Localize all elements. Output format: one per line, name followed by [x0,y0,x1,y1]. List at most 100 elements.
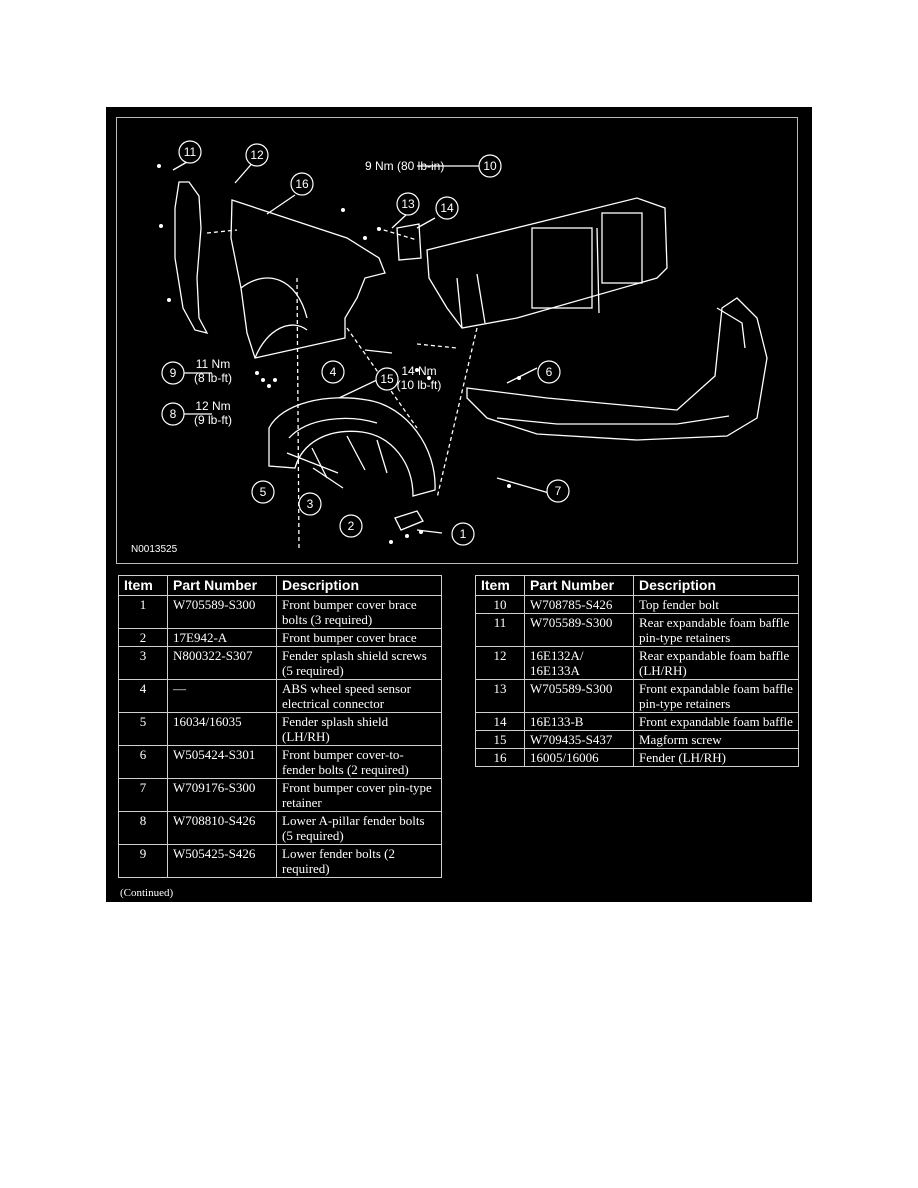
cell-part-number: 16E133-B [524,712,634,731]
cell-item: 5 [118,712,168,746]
cell-part-number: 17E942-A [167,628,277,647]
callout-13: 13 [401,197,415,211]
callout-7: 7 [555,484,562,498]
exploded-view-diagram: 11 12 16 10 13 14 6 7 9 8 15 4 5 3 2 1 9… [116,117,798,564]
callout-4: 4 [330,365,337,379]
cell-item: 10 [475,595,525,614]
cell-description: Top fender bolt [633,595,799,614]
cell-part-number: W505425-S426 [167,844,277,878]
fender-bumper-illustration: 11 12 16 10 13 14 6 7 9 8 15 4 5 3 2 1 9… [131,140,768,555]
cell-description: Rear expandable foam baffle (LH/RH) [633,646,799,680]
cell-description: Front bumper cover brace [276,628,442,647]
callout-8: 8 [170,407,177,421]
cell-part-number: W705589-S300 [524,613,634,647]
cell-description: Rear expandable foam baffle pin-type ret… [633,613,799,647]
callout-6: 6 [546,365,553,379]
header-part-number: Part Number [524,575,634,596]
cell-part-number: W505424-S301 [167,745,277,779]
torque-label-8-nm: 12 Nm [195,399,230,413]
callout-15: 15 [380,372,394,386]
cell-description: ABS wheel speed sensor electrical connec… [276,679,442,713]
cell-part-number: W708810-S426 [167,811,277,845]
cell-part-number: 16005/16006 [524,748,634,767]
callout-11: 11 [184,145,197,159]
callout-3: 3 [307,497,314,511]
cell-item: 16 [475,748,525,767]
cell-description: Front bumper cover pin-type retainer [276,778,442,812]
torque-label-15-lbft: (10 lb-ft) [397,378,442,392]
callout-9: 9 [170,366,177,380]
cell-description: Lower A-pillar fender bolts (5 required) [276,811,442,845]
torque-label-8-lbft: (9 lb-ft) [194,413,232,427]
figure-code: N0013525 [131,544,178,555]
cell-item: 2 [118,628,168,647]
cell-description: Front bumper cover-to-fender bolts (2 re… [276,745,442,779]
table-row: 4—ABS wheel speed sensor electrical conn… [118,679,442,713]
header-part-number: Part Number [167,575,277,596]
callout-14: 14 [440,201,454,215]
cell-description: Fender splash shield (LH/RH) [276,712,442,746]
cell-part-number: W709176-S300 [167,778,277,812]
cell-item: 14 [475,712,525,731]
header-item: Item [118,575,168,596]
figure-panel: 11 12 16 10 13 14 6 7 9 8 15 4 5 3 2 1 9… [106,107,812,902]
cell-part-number: W709435-S437 [524,730,634,749]
cell-item: 8 [118,811,168,845]
cell-item: 11 [475,613,525,647]
cell-description: Front expandable foam baffle pin-type re… [633,679,799,713]
cell-item: 1 [118,595,168,629]
callout-10: 10 [483,159,497,173]
cell-part-number: W708785-S426 [524,595,634,614]
torque-label-9-nm: 11 Nm [196,357,230,371]
cell-part-number: W705589-S300 [524,679,634,713]
callout-12: 12 [250,148,264,162]
torque-label-15-nm: 14 Nm [401,364,436,378]
table-header-row: Item Part Number Description [475,575,799,596]
header-description: Description [633,575,799,596]
continued-note: (Continued) [120,887,174,899]
cell-part-number: W705589-S300 [167,595,277,629]
cell-item: 7 [118,778,168,812]
callout-2: 2 [348,519,355,533]
cell-description: Lower fender bolts (2 required) [276,844,442,878]
cell-item: 13 [475,679,525,713]
torque-label-10: 9 Nm (80 lb-in) [365,159,444,173]
cell-description: Fender (LH/RH) [633,748,799,767]
cell-description: Fender splash shield screws (5 required) [276,646,442,680]
callout-16: 16 [295,177,309,191]
cell-description: Front bumper cover brace bolts (3 requir… [276,595,442,629]
cell-item: 3 [118,646,168,680]
torque-label-9-lbft: (8 lb-ft) [194,371,232,385]
cell-item: 4 [118,679,168,713]
cell-part-number: 16034/16035 [167,712,277,746]
callout-5: 5 [260,485,267,499]
cell-item: 9 [118,844,168,878]
table-header-row: Item Part Number Description [118,575,442,596]
cell-description: Front expandable foam baffle [633,712,799,731]
cell-part-number: — [167,679,277,713]
cell-part-number: 16E132A/ 16E133A [524,646,634,680]
cell-item: 12 [475,646,525,680]
callout-1: 1 [460,527,467,541]
cell-item: 6 [118,745,168,779]
cell-part-number: N800322-S307 [167,646,277,680]
cell-description: Magform screw [633,730,799,749]
